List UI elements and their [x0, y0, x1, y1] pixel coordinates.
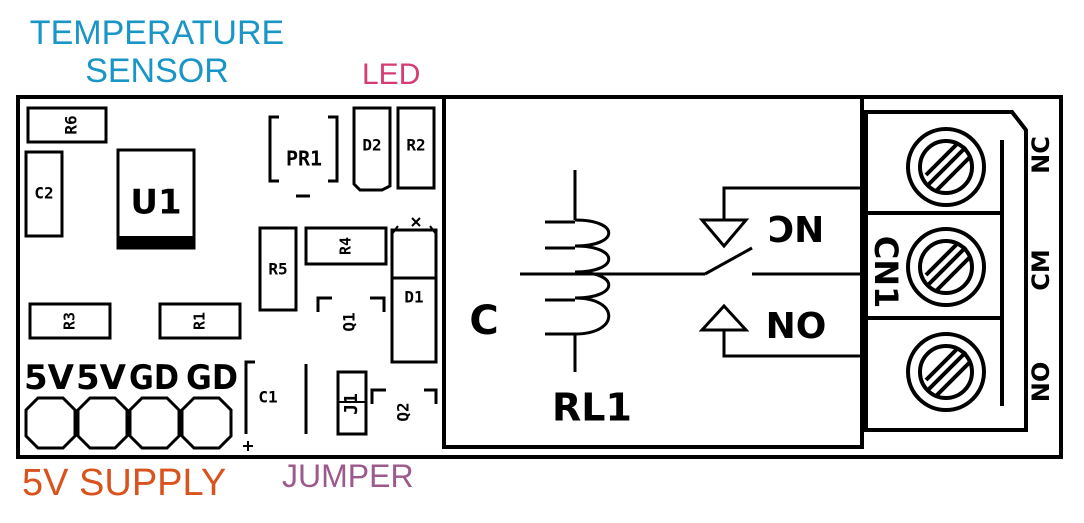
- capacitor-c2: C2: [24, 150, 64, 238]
- header-pin-3: [128, 396, 181, 450]
- resistor-r3: R3: [28, 302, 112, 340]
- r6-label: R6: [62, 115, 81, 134]
- cn1-label: CN1: [867, 236, 905, 309]
- resistor-r6: R6: [26, 106, 108, 144]
- relay-rl1: C RL1 NC NO: [442, 95, 864, 449]
- pin-label-2: 5V: [76, 358, 127, 398]
- header-pin-4: [180, 396, 233, 450]
- u1-label: U1: [130, 183, 181, 223]
- resistor-r2: R2: [396, 106, 436, 190]
- screw-no: [906, 332, 986, 412]
- c1-label: C1: [258, 388, 277, 407]
- r2-label: R2: [406, 136, 425, 155]
- pr1-label: PR1: [286, 147, 322, 171]
- pin-label-3: GD: [129, 358, 179, 398]
- no-contact-label: NO: [766, 306, 827, 347]
- relay-coil: [520, 170, 705, 372]
- r3-label: R3: [61, 312, 79, 330]
- relay-c-label: C: [469, 298, 498, 344]
- terminal-cm-label: CM: [1027, 249, 1055, 291]
- temperature-sensor-line1: TEMPERATURE: [29, 14, 285, 52]
- transistor-q1: Q1: [316, 296, 386, 332]
- c2-label: C2: [34, 184, 53, 203]
- nc-contact-label: NC: [768, 207, 825, 248]
- diode-d1: D1: [390, 217, 438, 364]
- resistor-r1: R1: [158, 302, 242, 340]
- resistor-r4: R4: [304, 226, 388, 266]
- supply-annotation: 5V SUPPLY: [22, 462, 227, 504]
- temperature-sensor-line2: SENSOR: [85, 52, 229, 90]
- terminal-no-label: NO: [1027, 362, 1055, 403]
- d1-label: D1: [404, 288, 423, 307]
- ic-u1: U1: [116, 148, 196, 250]
- jumper-annotation: JUMPER: [282, 458, 414, 494]
- resistor-r5: R5: [258, 226, 298, 312]
- transistor-q2: Q2: [370, 388, 438, 422]
- rl1-label: RL1: [552, 386, 632, 430]
- d2-label: D2: [362, 136, 381, 155]
- q2-label: Q2: [394, 402, 413, 421]
- pin-label-1: 5V: [24, 358, 75, 398]
- terminal-cn1: [864, 110, 1028, 432]
- jumper-j1: J1: [336, 370, 368, 436]
- sensor-pr1: PR1: [268, 115, 339, 198]
- capacitor-c1: C1: [243, 360, 308, 451]
- relay-switch: [698, 186, 862, 358]
- r5-label: R5: [268, 260, 287, 279]
- header-pin-2: [76, 396, 129, 450]
- led-d2: D2: [352, 106, 392, 192]
- r1-label: R1: [191, 312, 209, 330]
- pin-label-4: GD: [186, 358, 238, 398]
- header-pins: [24, 396, 233, 450]
- terminal-nc-label: NC: [1027, 136, 1055, 174]
- q1-label: Q1: [340, 312, 359, 331]
- r4-label: R4: [337, 237, 355, 255]
- header-pin-1: [24, 396, 77, 450]
- screw-cm: [906, 227, 986, 307]
- c1-polarity-mark: [243, 441, 253, 451]
- j1-label: J1: [341, 393, 362, 415]
- temperature-sensor-annotation: TEMPERATURE SENSOR: [22, 14, 292, 90]
- led-annotation: LED: [362, 58, 421, 91]
- screw-nc: [906, 127, 986, 207]
